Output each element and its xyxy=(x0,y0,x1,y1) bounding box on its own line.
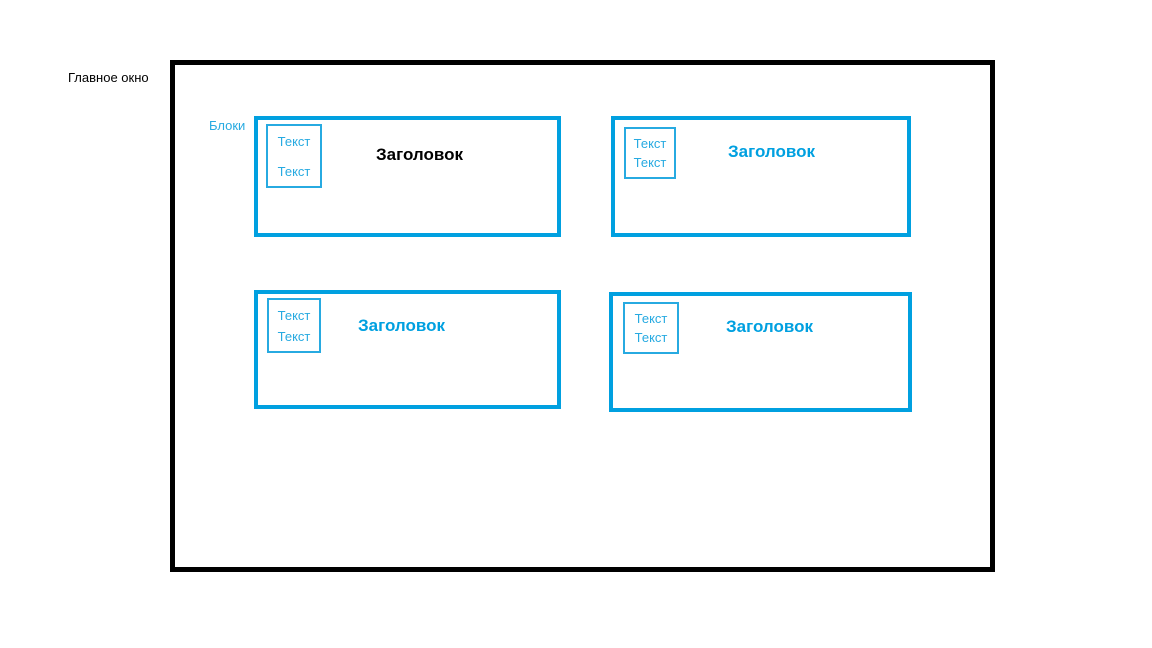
block-text-line: Текст xyxy=(277,328,311,344)
block-card[interactable]: Текст Текст Заголовок xyxy=(609,292,912,412)
blocks-group-label: Блоки xyxy=(209,118,246,133)
block-text-line: Текст xyxy=(277,133,311,149)
block-text-line: Текст xyxy=(634,311,668,326)
block-title: Заголовок xyxy=(376,145,464,164)
block-textbox[interactable]: Текст Текст xyxy=(267,298,321,353)
block-title: Заголовок xyxy=(728,142,816,161)
block-text-line: Текст xyxy=(633,155,667,170)
block-text-line: Текст xyxy=(277,163,311,179)
main-window-label: Главное окно xyxy=(68,70,149,85)
block-card[interactable]: Текст Текст Заголовок xyxy=(611,116,911,237)
block-textbox[interactable]: Текст Текст xyxy=(623,302,679,354)
block-textbox[interactable]: Текст Текст xyxy=(624,127,676,179)
block-text-line: Текст xyxy=(633,136,667,151)
block-text-line: Текст xyxy=(634,330,668,345)
block-textbox[interactable]: Текст Текст xyxy=(266,124,322,188)
block-title: Заголовок xyxy=(726,317,814,336)
block-text-line: Текст xyxy=(277,307,311,323)
block-card[interactable]: Текст Текст Заголовок xyxy=(254,290,561,409)
block-card[interactable]: Текст Текст Заголовок xyxy=(254,116,561,237)
block-title: Заголовок xyxy=(358,316,446,335)
